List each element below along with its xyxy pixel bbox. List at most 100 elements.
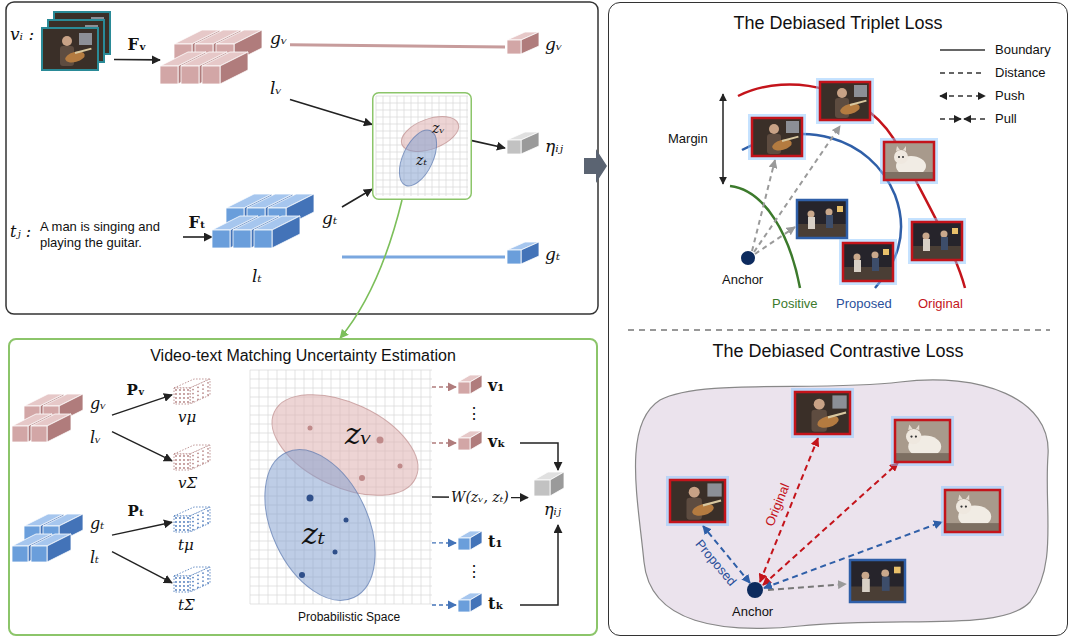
- block-face: [202, 66, 220, 84]
- connector: [112, 432, 172, 461]
- block-dot: [179, 463, 181, 465]
- block-dot: [197, 519, 199, 521]
- video-thumbnail: [884, 142, 934, 180]
- flow-arrow: [584, 149, 607, 183]
- boundary-label: Positive: [772, 296, 818, 312]
- block-dot: [175, 577, 177, 579]
- node-label: tΣ: [178, 596, 195, 614]
- block-dot: [175, 393, 177, 395]
- block-dot: [207, 452, 209, 454]
- connector: [432, 386, 456, 387]
- block-dot: [192, 401, 194, 403]
- block-face: [470, 431, 482, 450]
- video-thumbnail: [912, 222, 962, 260]
- block-dot: [202, 576, 204, 578]
- legend-sample: [940, 72, 985, 74]
- block-dot: [175, 463, 177, 465]
- match-frame: [373, 93, 472, 200]
- block-face: [190, 445, 210, 470]
- block-dot: [175, 589, 177, 591]
- block-face: [190, 567, 210, 592]
- block-dot: [197, 515, 199, 517]
- grid-line: [390, 96, 391, 196]
- distribution-ellipse: [243, 432, 398, 618]
- video-thumbnail: [945, 490, 1000, 532]
- connector: [290, 99, 372, 124]
- block-dot: [207, 456, 209, 458]
- block-dot: [207, 514, 209, 516]
- margin-label: Margin: [668, 131, 708, 147]
- grid-line: [446, 96, 447, 196]
- block-dot: [192, 581, 194, 583]
- block-face: [521, 32, 539, 54]
- video-thumbnail: [895, 420, 950, 462]
- video-thumbnail: [752, 118, 802, 156]
- block-face: [470, 375, 482, 394]
- block-dot: [187, 585, 189, 587]
- block-dot: [179, 525, 181, 527]
- connector: [342, 189, 372, 207]
- block-dot: [202, 516, 204, 518]
- video-frame-image: [45, 30, 95, 68]
- block-dot: [187, 577, 189, 579]
- connector: [183, 236, 212, 238]
- block-dot: [183, 389, 185, 391]
- block-dot: [202, 450, 204, 452]
- node-label: Probabilistic Space: [298, 610, 400, 624]
- block-dot: [202, 388, 204, 390]
- grid-line: [376, 110, 468, 111]
- boundary-label: Original: [918, 296, 963, 312]
- block-dot: [183, 393, 185, 395]
- embedding-region: [636, 380, 1049, 628]
- block-dot: [202, 512, 204, 514]
- block-face: [470, 531, 482, 550]
- block-dot: [187, 393, 189, 395]
- node-label: vμ: [178, 408, 196, 426]
- legend-text: Push: [995, 88, 1025, 104]
- block-face: [174, 454, 190, 470]
- video-thumbnail: [797, 200, 847, 238]
- video-thumbnail: [945, 490, 1000, 532]
- block-dot: [183, 463, 185, 465]
- video-thumbnail: [912, 222, 962, 260]
- block-dot: [183, 521, 185, 523]
- block-dot: [192, 467, 194, 469]
- block-face: [470, 593, 482, 612]
- grid-line: [250, 397, 432, 398]
- block-face: [507, 140, 521, 154]
- block-dot: [192, 529, 194, 531]
- block-dot: [207, 448, 209, 450]
- text-features: gₜlₜ: [212, 192, 342, 292]
- block-face: [190, 379, 210, 404]
- block-dot: [187, 525, 189, 527]
- feature-block: [505, 130, 575, 166]
- legend-text: Boundary: [995, 42, 1051, 58]
- ellipsis-mark: ⋮: [466, 404, 482, 423]
- block-dot: [207, 522, 209, 524]
- grid-line: [376, 96, 377, 196]
- node-label: lₜ: [90, 548, 99, 567]
- video-thumbnail: [843, 243, 893, 281]
- node-label: t₁: [488, 532, 502, 551]
- grid-line: [376, 180, 468, 181]
- block-dot: [179, 389, 181, 391]
- block-dot: [183, 585, 185, 587]
- grid-line: [250, 370, 432, 371]
- node-label: Video-text Matching Uncertainty Estimati…: [10, 346, 596, 365]
- block-dot: [207, 578, 209, 580]
- global-video-feature: gᵥ: [505, 30, 575, 64]
- block-face: [174, 516, 190, 532]
- block-dot: [175, 459, 177, 461]
- video-thumbnail: [670, 480, 725, 522]
- node-label: tⱼ :: [10, 222, 31, 241]
- connector: [432, 604, 456, 605]
- block-dot: [187, 401, 189, 403]
- sample-dot: [344, 518, 349, 523]
- node-label: vΣ: [178, 474, 197, 492]
- grid-line: [453, 96, 454, 196]
- block-dot: [207, 386, 209, 388]
- node-label: gᵥ: [90, 394, 106, 413]
- node-label: zᵥ: [432, 120, 445, 137]
- block-face: [458, 538, 470, 550]
